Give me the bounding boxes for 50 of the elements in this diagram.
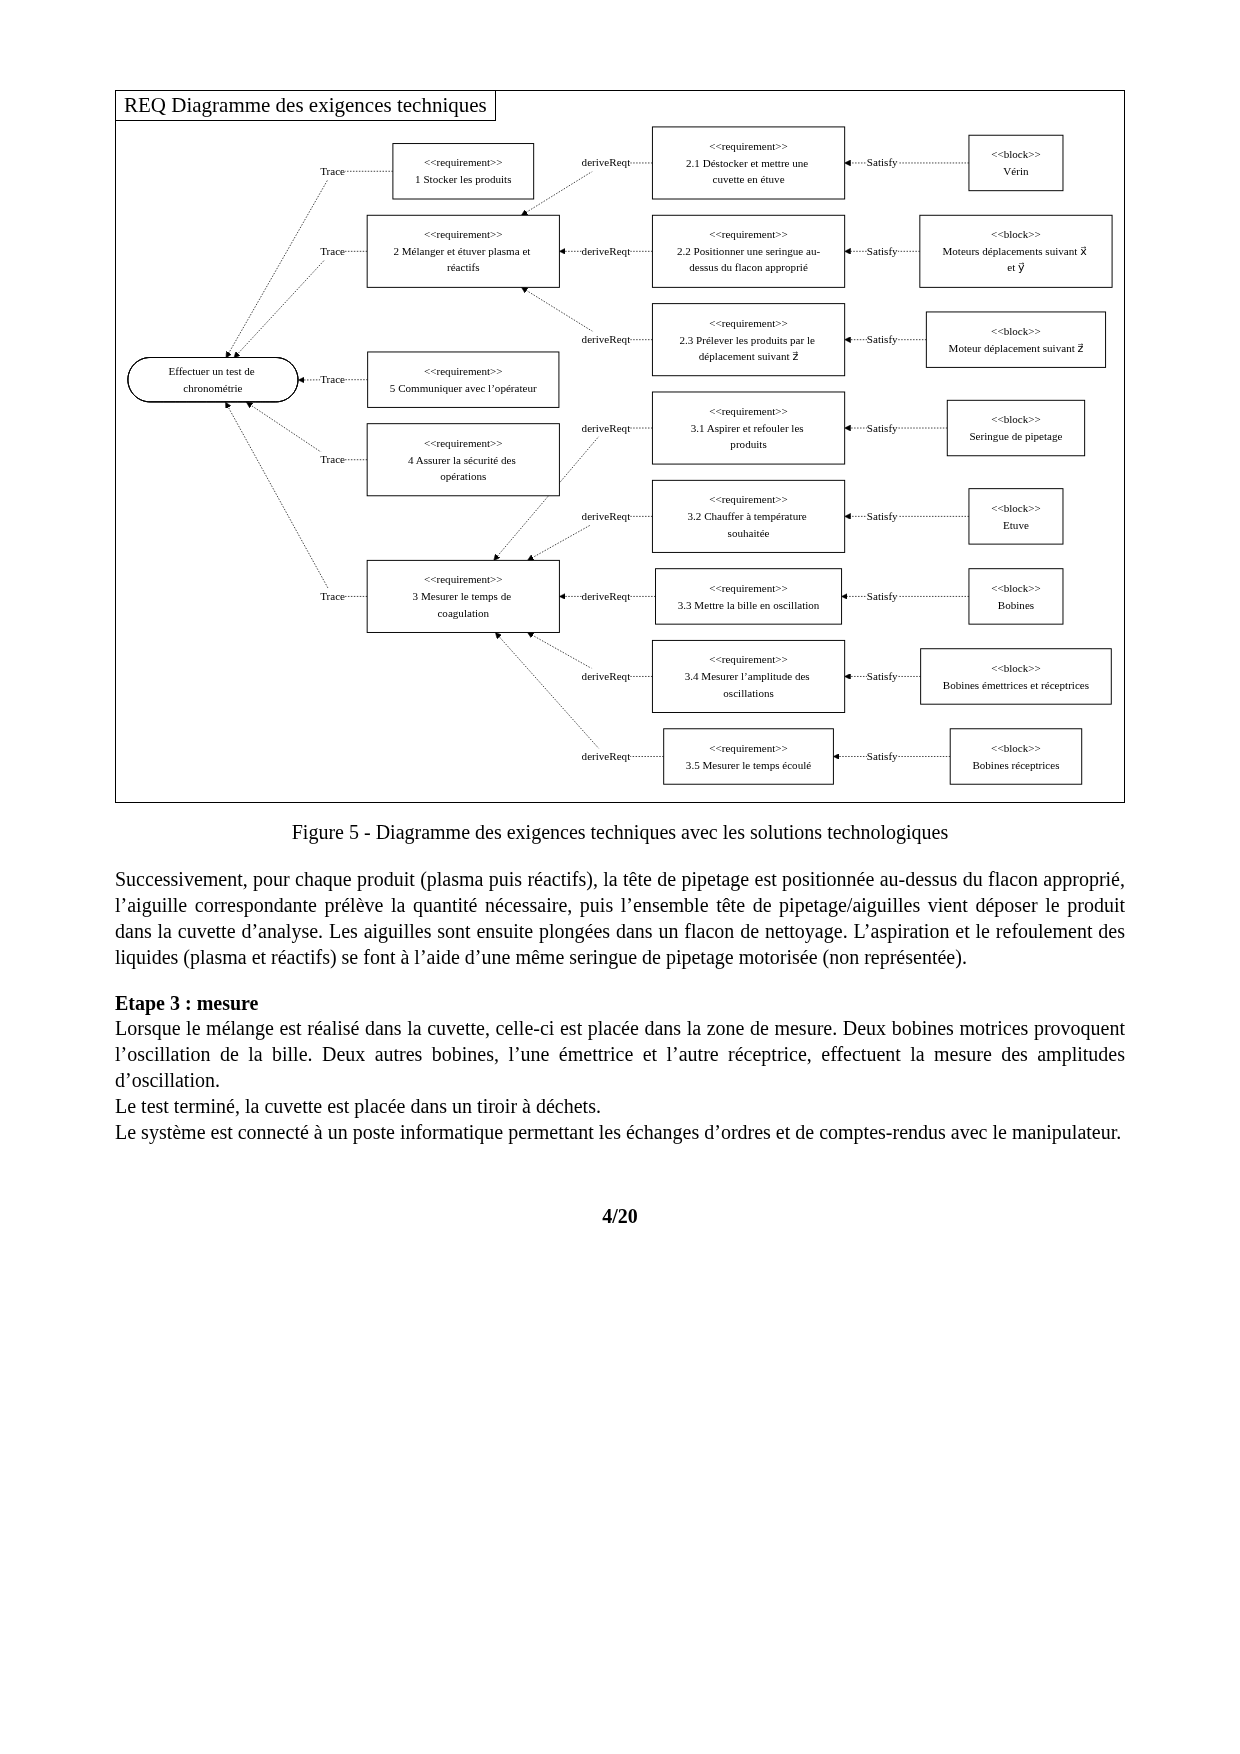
edge-label: Satisfy [866, 510, 898, 523]
edge-label: deriveReqt [581, 421, 631, 434]
edge-label: deriveReqt [581, 510, 631, 523]
edge-label: Trace [320, 245, 345, 258]
edge-label: deriveReqt [581, 670, 631, 683]
page-number: 4/20 [601, 1205, 639, 1229]
edge-label: Trace [320, 165, 345, 178]
node-box: <<requirement>> 4 Assurer la sécurité des opérations [366, 423, 560, 497]
edge-label: deriveReqt [581, 750, 631, 763]
node-box: <<requirement>> 3.3 Mettre la bille en oscillation [655, 568, 843, 625]
paragraph: Successivement, pour chaque produit (plasma puis réactifs), la tête de pipetage est positionnée au-dessus du flacon approprié, l’aiguille correspondante prélève la quantité nécessaire, puis l’ensemble tête de pipetage/aiguilles vient déposer le produit dans la cuvette d’analyse. Les aiguilles sont ensuite plongées dans un flacon de nettoyage. L’aspiration et le refoulement des liquides (plasma et réactifs) se font à l’aide d’une même seringue de pipetage motorisée (non représentée). [115, 867, 1125, 971]
edge-label: Satisfy [866, 245, 898, 258]
node-box: <<requirement>> 2.3 Prélever les produits par le déplacement suivant z⃗ [651, 303, 846, 377]
paragraph: Le test terminé, la cuvette est placée dans un tiroir à déchets. [115, 1094, 602, 1120]
diagram-title: REQ Diagramme des exigences techniques [116, 91, 496, 121]
edge-label: Satisfy [866, 156, 898, 169]
paragraph: Le système est connecté à un poste informatique permettant les échanges d’ordres et de comptes-rendus avec le manipulateur. [115, 1120, 1123, 1146]
edge-label: deriveReqt [581, 156, 631, 169]
node-box: <<requirement>> 2.2 Positionner une seringue au-dessus du flacon approprié [651, 214, 846, 288]
paragraph: Lorsque le mélange est réalisé dans la cuvette, celle-ci est placée dans la zone de mesure. Deux bobines motrices provoquent l’oscillation de la bille. Deux autres bobines, l’une émettrice et l’autre réceptrice, effectuent la mesure des amplitudes d’oscillation. [115, 1016, 1125, 1094]
node-box: <<requirement>> 3.5 Mesurer le temps écoulé [663, 728, 834, 785]
edge-label: Trace [320, 373, 345, 386]
node-box: <<requirement>> 1 Stocker les produits [392, 143, 535, 200]
node-box: <<requirement>> 3.2 Chauffer à température souhaitée [651, 479, 846, 553]
node-box: <<block>> Seringue de pipetage [946, 399, 1086, 457]
node-box: <<block>> Moteur déplacement suivant z⃗ [925, 311, 1107, 368]
node-box: <<block>> Bobines [968, 568, 1064, 625]
section-heading: Etape 3 : mesure [115, 992, 260, 1016]
node-box: <<block>> Moteurs déplacements suivant x⃗ et y⃗ [919, 214, 1113, 288]
edge-label: Satisfy [866, 590, 898, 603]
edge-label: Trace [320, 453, 345, 466]
edge-label: Trace [320, 590, 345, 603]
node-box: <<requirement>> 3.1 Aspirer et refouler les produits [651, 391, 846, 465]
node-box: <<block>> Bobines réceptrices [949, 728, 1083, 785]
edge-label: deriveReqt [581, 590, 631, 603]
node-box: <<block>> Etuve [968, 488, 1064, 545]
node-box: <<requirement>> 2 Mélanger et étuver plasma et réactifs [366, 214, 560, 288]
edge-label: deriveReqt [581, 245, 631, 258]
edge-label: Satisfy [866, 421, 898, 434]
edge-label: Satisfy [866, 670, 898, 683]
node-box: <<requirement>> 3 Mesurer le temps de coagulation [366, 559, 560, 633]
node-box: <<block>> Bobines émettrices et réceptrices [920, 648, 1112, 705]
node-box: <<requirement>> 3.4 Mesurer l’amplitude des oscillations [651, 639, 846, 713]
edge-label: Satisfy [866, 750, 898, 763]
edge-label: Satisfy [866, 333, 898, 346]
figure-caption: Figure 5 - Diagramme des exigences techniques avec les solutions technologiques [290, 821, 950, 845]
node-box: <<requirement>> 5 Communiquer avec l’opérateur [367, 351, 560, 408]
node-box: <<block>> Vérin [968, 134, 1064, 192]
edge-label: deriveReqt [581, 333, 631, 346]
node-box: <<requirement>> 2.1 Déstocker et mettre une cuvette en étuve [651, 126, 846, 200]
